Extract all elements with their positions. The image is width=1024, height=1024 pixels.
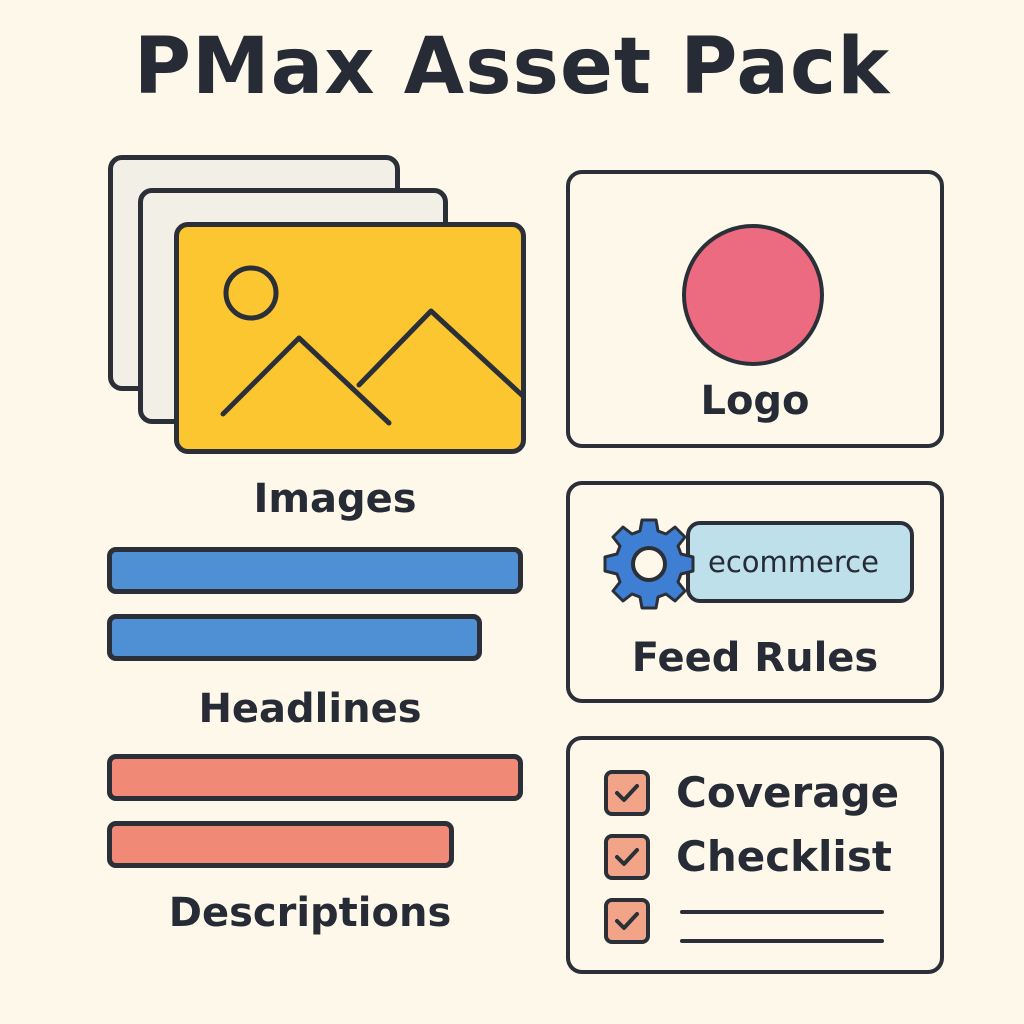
checkbox-1[interactable]: [604, 770, 650, 816]
gear-icon: [603, 518, 695, 610]
checkbox-2[interactable]: [604, 834, 650, 880]
checklist-title-line-2: Checklist: [676, 832, 892, 881]
checkmark-icon: [615, 912, 639, 930]
description-bar-1: [107, 754, 523, 801]
headline-bar-2: [107, 614, 482, 661]
feed-rules-panel: ecommerce Feed Rules: [566, 481, 944, 703]
headline-bar-1: [107, 547, 523, 594]
checkmark-icon: [615, 784, 639, 802]
logo-circle-icon: [682, 224, 824, 366]
headlines-label: Headlines: [198, 686, 422, 732]
logo-label: Logo: [700, 378, 810, 424]
checkbox-3[interactable]: [604, 898, 650, 944]
descriptions-label: Descriptions: [168, 890, 452, 936]
placeholder-line-1: [680, 910, 884, 914]
placeholder-line-2: [680, 939, 884, 943]
checkmark-icon: [615, 848, 639, 866]
mountain-sun-icon: [220, 265, 521, 426]
image-stack-icon: [174, 222, 526, 454]
coverage-checklist-panel: Coverage Checklist: [566, 736, 944, 974]
description-bar-2: [107, 821, 454, 868]
ecommerce-tag: ecommerce: [686, 521, 914, 603]
logo-panel: Logo: [566, 170, 944, 448]
ecommerce-tag-label: ecommerce: [708, 545, 879, 579]
feed-rules-label: Feed Rules: [631, 635, 879, 681]
page-title: PMax Asset Pack: [133, 22, 891, 112]
checklist-title-line-1: Coverage: [676, 768, 900, 817]
images-label: Images: [253, 476, 417, 522]
